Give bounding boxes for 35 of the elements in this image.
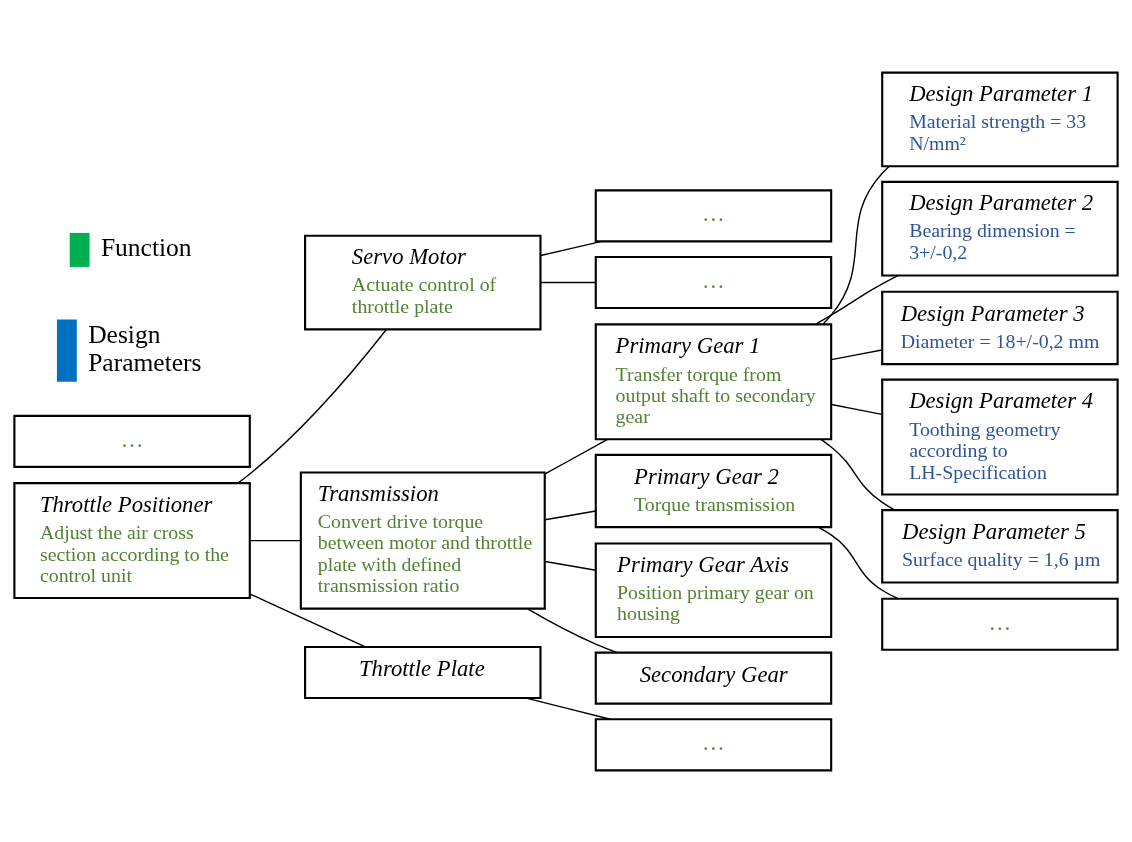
legend-label: Function	[100, 232, 192, 262]
node-box: Throttle Plate	[304, 645, 542, 699]
node-box: Throttle Positioner Adjust the air cross section according to the control unit	[13, 481, 251, 599]
connector	[525, 696, 611, 720]
node-box: Design Parameter 3 Diameter = 18+/-0,2 mm	[881, 290, 1119, 365]
legend-label: Design Parameters	[88, 319, 202, 377]
node-box: Primary Gear Axis Position primary gear on housing	[594, 541, 833, 638]
node-box: Primary Gear 2 Torque transmission	[594, 453, 833, 528]
connector	[544, 560, 597, 571]
connector	[830, 348, 883, 360]
node-box: Design Parameter 5 Surface quality = 1,6 µm	[881, 508, 1119, 583]
node-box: …	[594, 255, 833, 309]
connector	[540, 281, 597, 283]
connector	[540, 240, 603, 256]
node-box: Primary Gear 1 Transfer torque from output shaft to secondary gear	[594, 322, 833, 440]
node-box: Secondary Gear	[594, 651, 833, 705]
node-box: …	[13, 414, 251, 468]
node-box: Design Parameter 4 Toothing geometry according to LH-Specification	[881, 378, 1119, 496]
connector	[237, 328, 387, 484]
node-box: …	[594, 188, 833, 242]
connector	[815, 274, 899, 325]
connector	[544, 509, 597, 520]
node-box: Servo Motor Actuate control of throttle plate	[304, 234, 542, 330]
connector	[830, 403, 883, 415]
connector	[822, 165, 891, 325]
node-box: …	[594, 717, 833, 771]
connector	[249, 592, 366, 647]
connector	[544, 438, 609, 475]
node-box: …	[881, 597, 1119, 651]
connector	[249, 539, 302, 541]
connector	[820, 438, 896, 511]
node-box: Design Parameter 1 Material strength = 33 N/mm²	[881, 71, 1119, 167]
connector	[818, 526, 899, 599]
node-box: Transmission Convert drive torque between motor and throttle plate with defined transmission ratio	[299, 471, 546, 610]
node-box: Design Parameter 2 Bearing dimension = 3+/-0,2	[881, 180, 1119, 276]
